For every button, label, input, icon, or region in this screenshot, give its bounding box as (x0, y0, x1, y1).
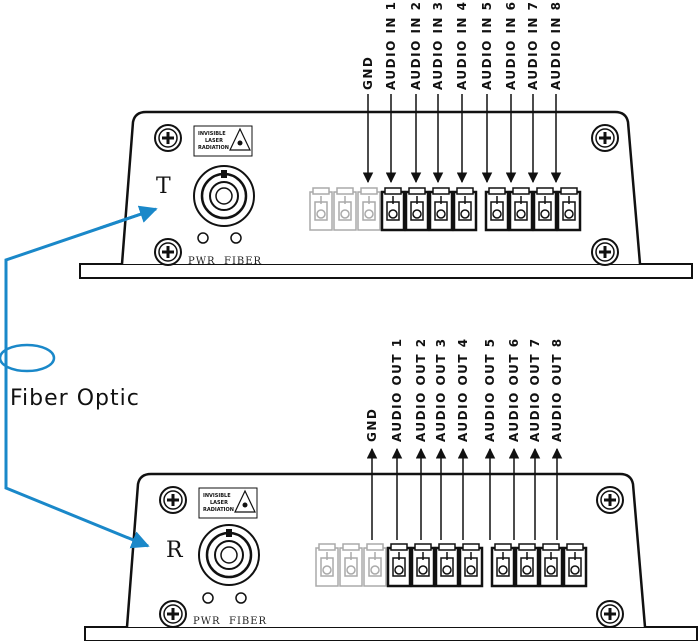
screw-icon (591, 238, 619, 266)
terminal-label: AUDIO OUT 7 (528, 337, 542, 442)
fiber-led-label: FIBER (229, 616, 267, 627)
transmitter-terminal-blocks (309, 187, 582, 232)
terminal-label: AUDIO IN 6 (504, 0, 518, 90)
terminal-label: AUDIO OUT 6 (507, 337, 521, 442)
screw-icon (159, 600, 187, 628)
fiber-led-label: FIBER (224, 256, 262, 267)
warning-line: RADIATION (203, 507, 234, 513)
terminal-plug (339, 543, 363, 587)
fiber-led (235, 592, 247, 604)
terminal-plug (315, 543, 339, 587)
terminal-plug (333, 187, 357, 231)
terminal-plug (562, 543, 588, 588)
screw-icon (596, 600, 624, 628)
warning-line: RADIATION (198, 145, 229, 151)
terminal-plug (508, 187, 534, 232)
terminal-plug (410, 543, 436, 588)
warning-line: LASER (205, 138, 223, 144)
terminal-label: AUDIO OUT 8 (550, 337, 564, 442)
laser-warning-label: INVISIBLE LASER RADIATION (193, 125, 253, 157)
terminal-plug (386, 543, 412, 588)
pwr-led (197, 232, 209, 244)
fiber-port-icon (193, 165, 255, 227)
terminal-label: GND (365, 408, 379, 442)
receiver-unit: INVISIBLE LASER RADIATION R PWR FIBER GN… (84, 337, 698, 641)
receiver-terminal-blocks (315, 543, 588, 588)
unit-letter: T (156, 174, 171, 199)
terminal-label: AUDIO IN 8 (549, 0, 563, 90)
terminal-plug (484, 187, 510, 232)
terminal-plug (556, 187, 582, 232)
fiber-optic-label: Fiber Optic (10, 386, 140, 411)
pwr-label: PWR (188, 256, 216, 267)
terminal-plug (357, 187, 381, 231)
laser-hazard-icon (229, 127, 251, 151)
transmitter-unit: INVISIBLE LASER RADIATION T PWR FIBER GN… (79, 0, 693, 279)
fiber-optic-cable: Fiber Optic (0, 205, 158, 549)
terminal-plug (434, 543, 460, 588)
screw-icon (596, 486, 624, 514)
terminal-plug (363, 543, 387, 587)
terminal-label: AUDIO OUT 4 (456, 337, 470, 442)
terminal-label: GND (361, 56, 375, 90)
terminal-label: AUDIO IN 4 (455, 0, 469, 90)
terminal-label: AUDIO OUT 5 (483, 337, 497, 442)
receiver-terminal-labels: GND AUDIO OUT 1 AUDIO OUT 2 AUDIO OUT 3 AUDI… (365, 337, 564, 540)
fiber-led (230, 232, 242, 244)
terminal-plug (458, 543, 484, 588)
terminal-label: AUDIO IN 3 (431, 0, 445, 90)
terminal-plug (404, 187, 430, 232)
screw-icon (159, 486, 187, 514)
warning-line: INVISIBLE (198, 131, 226, 137)
terminal-plug (490, 543, 516, 588)
transmitter-flange (79, 263, 693, 279)
warning-line: LASER (210, 500, 228, 506)
terminal-plug (532, 187, 558, 232)
receiver-flange (84, 626, 698, 641)
terminal-plug (428, 187, 454, 232)
fiber-cable-arrow (99, 205, 158, 230)
warning-line: INVISIBLE (203, 493, 231, 499)
fiber-port-icon (198, 524, 260, 586)
fiber-cable-path (4, 209, 151, 549)
transmitter-terminal-labels: GND AUDIO IN 1 AUDIO IN 2 AUDIO IN 3 AUDIO I… (361, 0, 563, 184)
screw-icon (591, 124, 619, 152)
terminal-label: AUDIO IN 1 (384, 0, 398, 90)
unit-letter: R (166, 538, 184, 563)
terminal-plug (514, 543, 540, 588)
fiber-bundle-ring (0, 343, 56, 373)
terminal-plug (538, 543, 564, 588)
terminal-label: AUDIO OUT 2 (414, 337, 428, 442)
terminal-plug (380, 187, 406, 232)
pwr-label: PWR (193, 616, 221, 627)
laser-hazard-icon (234, 489, 256, 513)
screw-icon (154, 124, 182, 152)
laser-warning-label: INVISIBLE LASER RADIATION (198, 487, 258, 519)
screw-icon (154, 238, 182, 266)
terminal-label: AUDIO IN 2 (409, 0, 423, 90)
pwr-led (202, 592, 214, 604)
terminal-plug (452, 187, 478, 232)
terminal-plug (309, 187, 333, 231)
terminal-label: AUDIO OUT 3 (434, 337, 448, 442)
terminal-label: AUDIO IN 7 (526, 0, 540, 90)
terminal-label: AUDIO IN 5 (480, 0, 494, 90)
terminal-label: AUDIO OUT 1 (390, 337, 404, 442)
